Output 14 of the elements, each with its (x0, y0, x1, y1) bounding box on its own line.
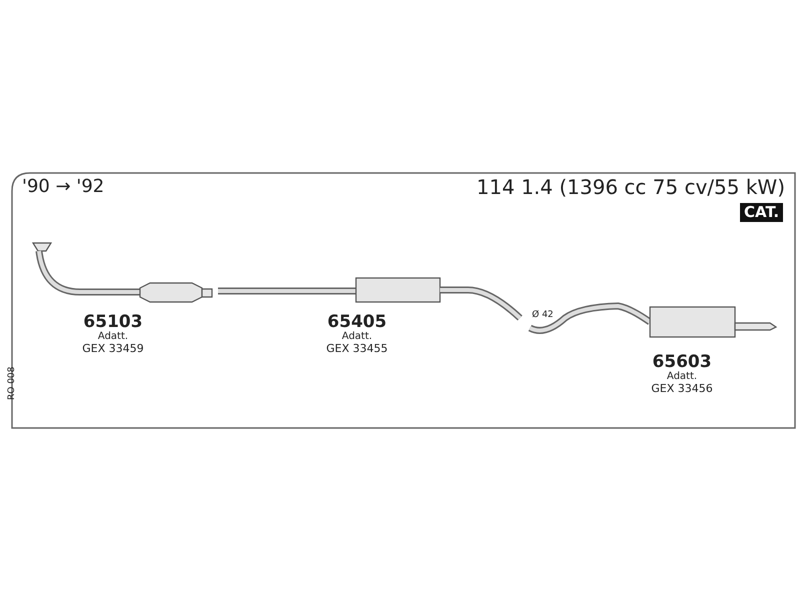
cat-badge: CAT. (740, 203, 784, 222)
part-note: Adatt. (342, 332, 372, 342)
part-number: 65103 (83, 314, 143, 331)
part-reference: GEX 33455 (326, 343, 388, 354)
diameter-label: Ø 42 (532, 311, 554, 320)
year-range: '90 → '92 (22, 178, 104, 196)
vehicle-title: 114 1.4 (1396 cc 75 cv/55 kW) (476, 177, 785, 197)
part-note: Adatt. (666, 372, 698, 382)
part-reference: GEX 33456 (651, 383, 713, 394)
part-note: Adatt. (98, 332, 128, 342)
part-reference: GEX 33459 (82, 343, 144, 354)
diagram-code: RO 008 (8, 366, 17, 400)
part-number: 65405 (327, 314, 387, 331)
part-number: 65603 (652, 354, 712, 371)
